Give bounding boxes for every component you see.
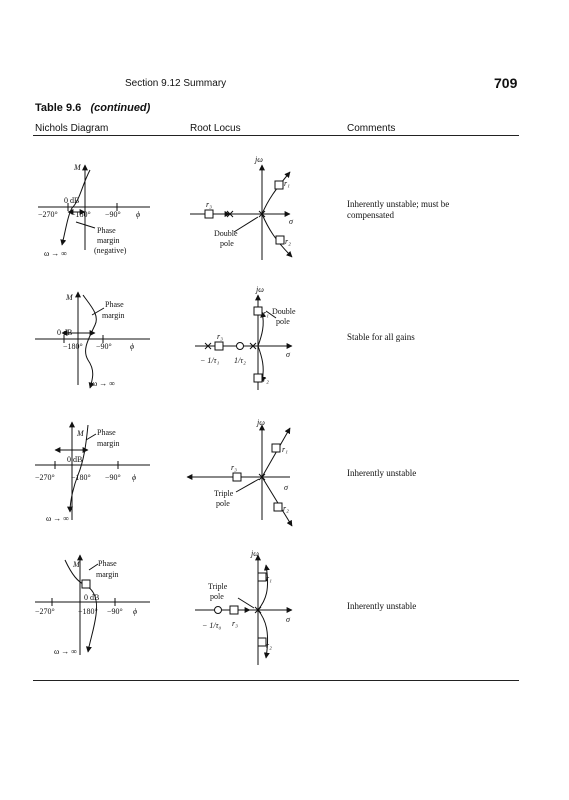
nichols-diagram-1 xyxy=(38,164,150,250)
table-title: Table 9.6 (continued) xyxy=(35,102,150,114)
root-jw-label: jω xyxy=(254,155,263,164)
root-sigma-label: σ xyxy=(286,615,291,624)
nichols-0db-label: 0 dB xyxy=(67,455,82,464)
nichols-phi-label: ϕ xyxy=(132,473,136,482)
nichols-annotation: Phase xyxy=(105,300,124,309)
column-header-comments: Comments xyxy=(347,123,396,134)
nichols-annotation: margin xyxy=(96,570,119,579)
table-number: Table 9.6 xyxy=(35,102,82,114)
root-note: Double xyxy=(272,307,296,316)
root-r-label: r₁ xyxy=(266,574,272,583)
comment-line: Stable for all gains xyxy=(347,332,415,342)
nichols-tick-label: −180° xyxy=(71,210,91,219)
root-note: pole xyxy=(220,239,234,248)
figure-strokes xyxy=(35,164,293,665)
root-jw-label: jω xyxy=(250,549,259,558)
root-r-label: r₃ xyxy=(206,200,212,209)
nichols-annotation: Phase xyxy=(97,428,116,437)
header-rule xyxy=(33,135,519,136)
root-r-label: r₁ xyxy=(284,179,290,188)
nichols-tick-label: −90° xyxy=(105,210,121,219)
root-r-label: r₃ xyxy=(232,619,238,628)
nichols-0db-label: 0 dB xyxy=(57,328,72,337)
root-r-label: r₂ xyxy=(285,237,291,246)
comment-line: compensated xyxy=(347,210,394,220)
nichols-tick-label: −180° xyxy=(71,473,91,482)
nichols-annotation: margin xyxy=(97,236,120,245)
root-note: Triple xyxy=(208,582,228,591)
nichols-annotation: (negative) xyxy=(94,246,127,255)
footer-rule xyxy=(33,680,519,681)
root-note: pole xyxy=(276,317,290,326)
nichols-diagram-4 xyxy=(35,554,150,655)
comment-row-2: Stable for all gains xyxy=(347,332,497,343)
root-note: Triple xyxy=(214,489,234,498)
nichols-tick-label: −90° xyxy=(105,473,121,482)
nichols-annotation: margin xyxy=(97,439,120,448)
nichols-m-label: M xyxy=(65,293,74,302)
nichols-annotation: Phase xyxy=(97,226,116,235)
nichols-0db-label: 0 dB xyxy=(64,196,79,205)
nichols-omega-label: ω → ∞ xyxy=(46,514,69,523)
root-r-label: r₂ xyxy=(283,504,289,513)
nichols-phi-label: ϕ xyxy=(133,607,137,616)
root-tau-label: − 1/τ₁ xyxy=(200,356,219,365)
nichols-diagram-2 xyxy=(35,291,150,389)
root-r-label: r₁ xyxy=(282,445,288,454)
section-header: Section 9.12 Summary xyxy=(125,78,227,89)
root-r-label: r₂ xyxy=(266,641,272,650)
nichols-m-label: M xyxy=(73,163,82,172)
nichols-0db-label: 0 dB xyxy=(84,593,99,602)
comment-row-3: Inherently unstable xyxy=(347,468,497,479)
nichols-m-label: M xyxy=(76,429,85,438)
nichols-tick-label: −90° xyxy=(107,607,123,616)
nichols-omega-label: ω → ∞ xyxy=(44,249,67,258)
root-sigma-label: σ xyxy=(289,217,294,226)
comment-line: Inherently unstable xyxy=(347,601,417,611)
root-sigma-label: σ xyxy=(286,350,291,359)
nichols-diagram-3 xyxy=(35,421,150,520)
nichols-tick-label: −180° xyxy=(78,607,98,616)
nichols-tick-label: −90° xyxy=(96,342,112,351)
nichols-phi-label: ϕ xyxy=(136,210,140,219)
nichols-phi-label: ϕ xyxy=(130,342,134,351)
root-r-label: r₁ xyxy=(263,309,269,318)
table-continued: (continued) xyxy=(90,102,151,114)
root-locus-3 xyxy=(186,424,293,527)
nichols-tick-label: −270° xyxy=(38,210,58,219)
root-locus-4 xyxy=(195,554,293,665)
comment-line: Inherently unstable; must be xyxy=(347,199,450,209)
nichols-omega-label: ω → ∞ xyxy=(54,647,77,656)
root-locus-1 xyxy=(190,164,293,260)
root-r-label: r₃ xyxy=(217,332,223,341)
nichols-omega-label: ω → ∞ xyxy=(92,379,115,388)
nichols-tick-label: −180° xyxy=(63,342,83,351)
column-header-nichols: Nichols Diagram xyxy=(35,123,109,134)
comment-row-1: Inherently unstable; must be compensated xyxy=(347,199,497,221)
root-r-label: r₂ xyxy=(263,375,269,384)
nichols-tick-label: −270° xyxy=(35,607,55,616)
root-note: pole xyxy=(210,592,224,601)
nichols-annotation: Phase xyxy=(98,559,117,568)
root-sigma-label: σ xyxy=(284,483,289,492)
nichols-m-label: M xyxy=(72,560,81,569)
root-tau-label: 1/τ₂ xyxy=(234,356,246,365)
nichols-tick-label: −270° xyxy=(35,473,55,482)
comment-row-4: Inherently unstable xyxy=(347,601,497,612)
root-note: Double xyxy=(214,229,238,238)
page-number: 709 xyxy=(494,75,518,91)
root-jw-label: jω xyxy=(256,418,265,427)
comment-line: Inherently unstable xyxy=(347,468,417,478)
root-r-label: r₃ xyxy=(231,463,237,472)
root-note: pole xyxy=(216,499,230,508)
figure-labels: M 0 dB −270° −180° −90° ϕ Phase margin (… xyxy=(35,155,296,656)
root-locus-2 xyxy=(195,294,293,390)
column-header-root-locus: Root Locus xyxy=(190,123,241,134)
root-tau-label: − 1/τ₀ xyxy=(202,621,221,630)
nichols-annotation: margin xyxy=(102,311,125,320)
root-jw-label: jω xyxy=(255,285,264,294)
